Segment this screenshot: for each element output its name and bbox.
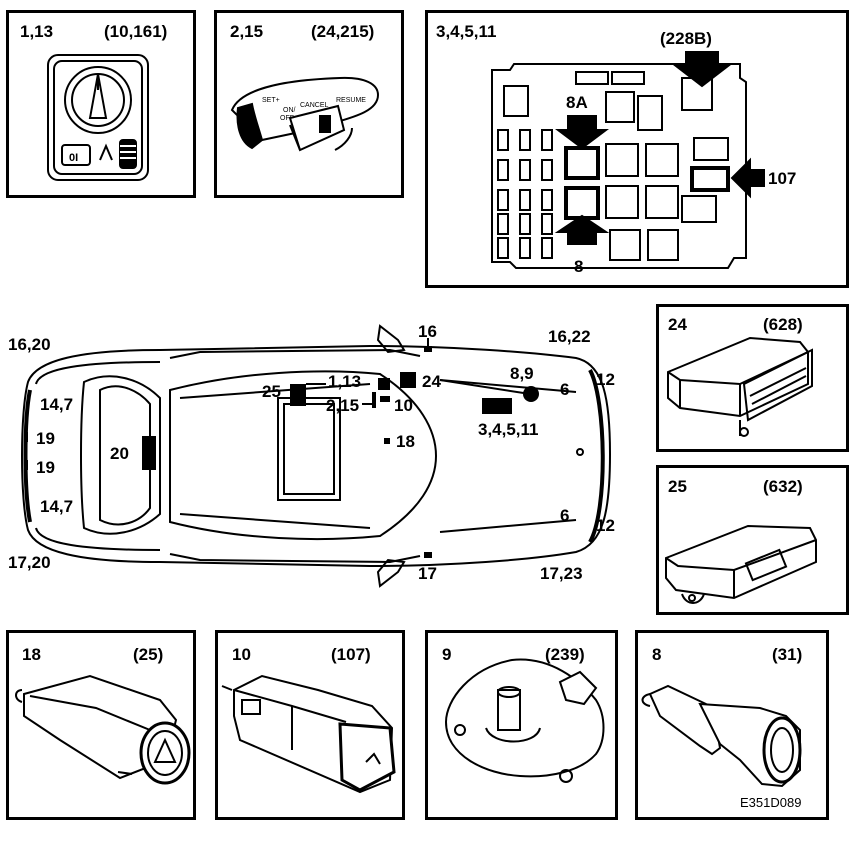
- panel-ref: (632): [763, 477, 803, 496]
- light-switch-drawing: 0I: [47, 54, 149, 181]
- panel-ref: (31): [772, 645, 803, 664]
- car-label: 10: [394, 396, 413, 415]
- svg-text:SET+: SET+: [262, 97, 280, 104]
- panel-ref: (25): [133, 645, 164, 664]
- panel-number: 1,13: [20, 22, 54, 41]
- panel-number: 18: [22, 645, 41, 664]
- label-8: 8: [574, 257, 583, 276]
- car-label: 19: [36, 429, 55, 448]
- car-label: 24: [422, 372, 441, 391]
- car-label: 12: [596, 370, 615, 389]
- label-8a: 8A: [566, 93, 588, 112]
- car-label: 19: [36, 458, 55, 477]
- panel-ref: (10,161): [104, 22, 168, 41]
- temp-sensor-drawing: [641, 684, 802, 788]
- car-label: 14,7: [40, 395, 74, 414]
- car-outline: [21, 324, 612, 588]
- car-label: 17,23: [540, 564, 583, 583]
- car-label: 17: [418, 564, 437, 583]
- panel-number: 25: [668, 477, 687, 496]
- car-label: 25: [262, 382, 281, 401]
- car-label: 3,4,5,11: [478, 420, 539, 439]
- panel-number: 2,15: [230, 22, 264, 41]
- panel-number: 8: [652, 645, 662, 664]
- panel-number: 24: [668, 315, 687, 334]
- label-228b: (228B): [660, 29, 712, 48]
- car-label: 2,15: [326, 396, 360, 415]
- label-107: 107: [768, 169, 796, 188]
- svg-text:RESUME: RESUME: [336, 97, 366, 104]
- fuse-box-drawing: [491, 51, 765, 269]
- panel-ref: (107): [331, 645, 371, 664]
- car-label: 14,7: [40, 497, 74, 516]
- car-label: 16: [418, 322, 437, 341]
- panel-number: 9: [442, 645, 452, 664]
- svg-text:CANCEL: CANCEL: [300, 102, 329, 109]
- module-628-drawing: [667, 336, 813, 437]
- car-label: 1,13: [328, 372, 362, 391]
- hazard-switch-drawing: [15, 674, 191, 785]
- panel-ref: (239): [545, 645, 585, 664]
- diagram-code: E351D089: [740, 795, 802, 810]
- svg-text:ON/: ON/: [283, 107, 296, 114]
- car-leader-lines: [306, 338, 531, 405]
- car-label: 18: [396, 432, 415, 451]
- panel-ref: (24,215): [311, 22, 375, 41]
- car-label: 20: [110, 444, 129, 463]
- neutral-switch-drawing: [444, 658, 605, 783]
- car-label: 16,20: [8, 335, 51, 354]
- car-label: 8,9: [510, 364, 534, 383]
- panel-ref: (628): [763, 315, 803, 334]
- module-632-drawing: [665, 524, 817, 604]
- rocker-switch-drawing: [221, 674, 396, 794]
- panel-number: 3,4,5,11: [436, 22, 497, 41]
- car-label: 6: [560, 380, 570, 399]
- car-label: 6: [560, 506, 570, 525]
- car-label: 17,20: [8, 553, 51, 572]
- svg-text:OFF: OFF: [280, 115, 294, 122]
- car-label: 16,22: [548, 327, 591, 346]
- svg-text:0I: 0I: [69, 152, 78, 164]
- panel-number: 10: [232, 645, 251, 664]
- cruise-stalk-drawing: SET+ ON/ OFF CANCEL RESUME: [230, 76, 380, 152]
- car-markers: [24, 346, 539, 558]
- car-label: 12: [596, 516, 615, 535]
